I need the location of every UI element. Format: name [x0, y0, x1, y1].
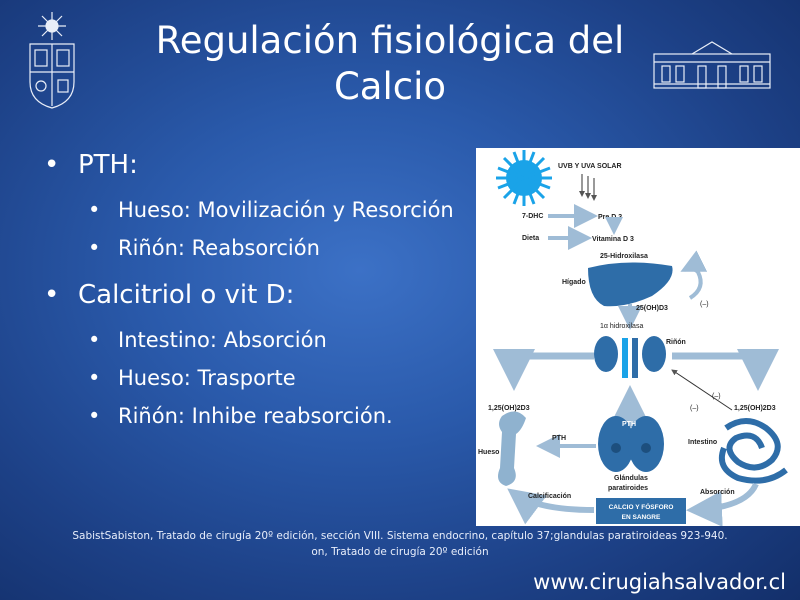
dieta-label: Dieta [522, 235, 539, 242]
25-hidroxilasa-label: 25-Hidroxilasa [600, 253, 648, 260]
calcitriol-left-label: 1,25(OH)2D3 [488, 405, 530, 412]
bullet-text: Intestino: Absorción [118, 328, 327, 352]
25ohd3-label: 25(OH)D3 [636, 305, 668, 312]
slide-title: Regulación fisiológica del Calcio [150, 18, 630, 110]
sub-bullet: • Intestino: Absorción [88, 328, 474, 364]
rinon-label: Riñón [666, 339, 686, 346]
absorcion-label: Absorción [700, 489, 735, 496]
university-crest-logo [29, 12, 75, 109]
citation-line-1: SabistSabiston, Tratado de cirugía 20º e… [72, 530, 728, 542]
sub-bullet: • Riñón: Reabsorción [88, 236, 474, 272]
bullet-dot: • [88, 236, 101, 260]
hueso-label: Hueso [478, 449, 499, 456]
negative-feedback-pth: (–) [690, 405, 699, 412]
bullet-text: Riñón: Inhibe reabsorción. [118, 404, 393, 428]
bullet-dot: • [44, 150, 60, 180]
bullet-text: Hueso: Trasporte [118, 366, 296, 390]
citation-line-2: on, Tratado de cirugía 20º edición [311, 546, 489, 558]
bullet-list: • PTH: • Hueso: Movilización y Resorción… [44, 150, 474, 442]
bullet-dot: • [88, 366, 101, 390]
pth-arrow-label: PTH [552, 435, 566, 442]
parathyroid-gland-icon [598, 416, 664, 472]
title-line-2: Calcio [333, 65, 447, 108]
sub-bullet: • Hueso: Trasporte [88, 366, 474, 402]
calcitriol-right-label: 1,25(OH)2D3 [734, 405, 776, 412]
negative-feedback-kidney: (–) [712, 393, 721, 400]
1alfa-hidroxilasa-label: 1α hidroxilasa [600, 323, 643, 330]
intestino-label: Intestino [688, 439, 717, 446]
bullet-text: Hueso: Movilización y Resorción [118, 198, 454, 222]
higado-label: Hígado [562, 279, 586, 286]
star-icon [38, 12, 66, 40]
calcium-regulation-diagram: UVB Y UVA SOLAR 7-DHC Pre D 3 Dieta Vita… [476, 148, 800, 527]
glandulas-label: Glándulas [614, 475, 648, 482]
negative-feedback-top: (–) [700, 301, 709, 308]
paratiroides-label: paratiroides [608, 485, 648, 492]
title-line-1: Regulación fisiológica del [155, 19, 625, 62]
calcio-fosforo-box [596, 498, 686, 524]
pth-center-label: PTH [622, 421, 636, 428]
bullet-dot: • [44, 280, 60, 310]
intestine-icon [718, 418, 788, 484]
bullet-dot: • [88, 328, 101, 352]
diagram-canvas: UVB Y UVA SOLAR 7-DHC Pre D 3 Dieta Vita… [478, 150, 788, 527]
bullet-dot: • [88, 404, 101, 428]
sun-icon [496, 150, 552, 206]
bullet-pth: • PTH: [44, 150, 474, 190]
calcio-box-line-2: EN SANGRE [622, 514, 661, 521]
sub-bullet: • Riñón: Inhibe reabsorción. [88, 404, 474, 440]
bullet-text: Calcitriol o vit D: [78, 280, 295, 310]
liver-icon [588, 262, 673, 307]
vitamina-d3-label: Vitamina D 3 [592, 236, 634, 243]
sub-bullet: • Hueso: Movilización y Resorción [88, 198, 474, 234]
calcio-box-line-1: CALCIO Y FÓSFORO [609, 502, 674, 511]
pre-d3-label: Pre D 3 [598, 214, 622, 221]
website-url: www.cirugiahsalvador.cl [533, 570, 786, 594]
bullet-text: PTH: [78, 150, 138, 180]
uvb-label: UVB Y UVA SOLAR [558, 163, 622, 170]
bullet-calcitriol: • Calcitriol o vit D: [44, 280, 474, 320]
kidney-icon [594, 336, 666, 378]
bullet-text: Riñón: Reabsorción [118, 236, 320, 260]
7dhc-label: 7-DHC [522, 213, 543, 220]
bone-icon [498, 411, 526, 486]
citation: SabistSabiston, Tratado de cirugía 20º e… [30, 528, 770, 560]
building-logo [653, 41, 771, 89]
bullet-dot: • [88, 198, 101, 222]
calcificacion-label: Calcificación [528, 493, 571, 500]
